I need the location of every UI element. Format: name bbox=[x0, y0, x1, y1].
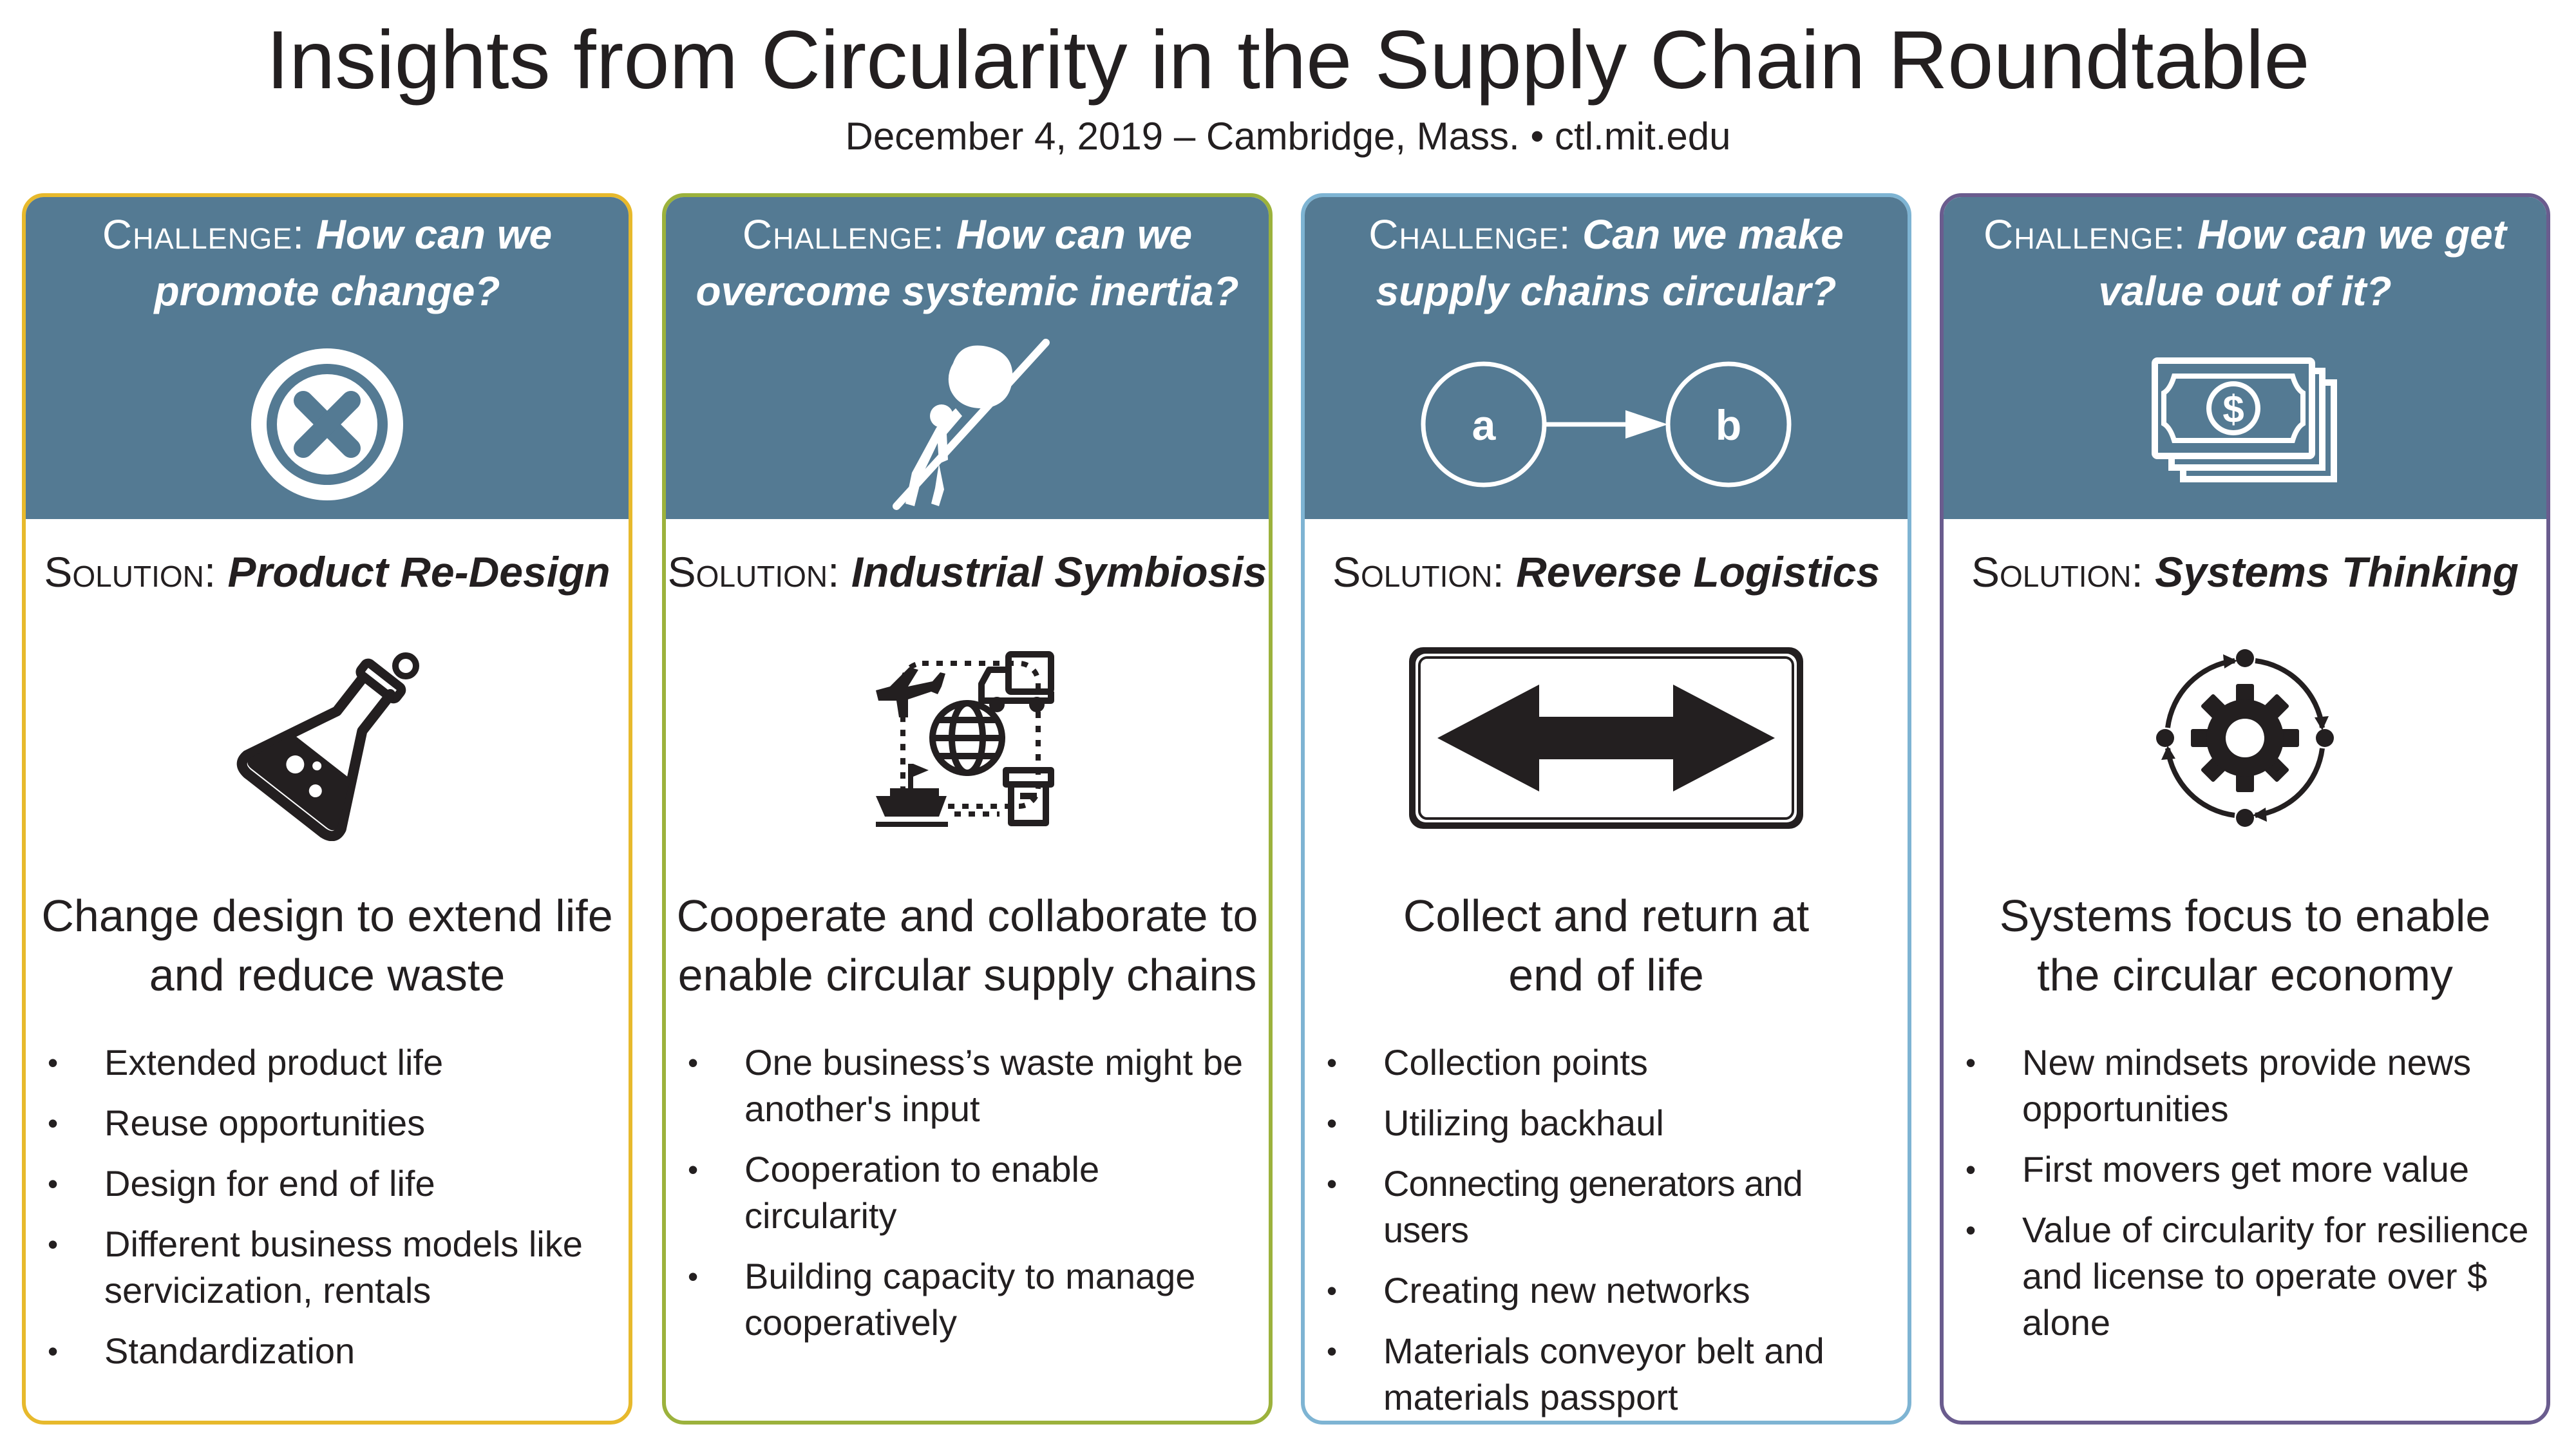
double-arrow-sign-icon bbox=[1409, 647, 1803, 829]
page-subtitle: December 4, 2019 – Cambridge, Mass. • ct… bbox=[845, 115, 1731, 158]
solution-name: Reverse Logistics bbox=[1516, 548, 1880, 596]
solution-label: Solution: bbox=[44, 548, 216, 596]
list-item: Creating new networks bbox=[1324, 1267, 1895, 1314]
challenge-text: Challenge: How can we promote change? bbox=[26, 206, 629, 319]
challenge-text: Challenge: How can we get value out of i… bbox=[1944, 206, 2546, 319]
summary-line2: the circular economy bbox=[2037, 950, 2453, 1000]
summary-line1: Change design to extend life bbox=[41, 891, 613, 941]
node-b-label: b bbox=[1716, 401, 1741, 449]
solution-summary: Cooperate and collaborate to enable circ… bbox=[672, 886, 1262, 1005]
global-logistics-icon bbox=[876, 651, 1054, 827]
solution-label: Solution: bbox=[667, 548, 840, 596]
solution-summary: Change design to extend life and reduce … bbox=[32, 886, 622, 1005]
card-industrial-symbiosis: Challenge: How can we overcome systemic … bbox=[662, 193, 1273, 1425]
challenge-question-line1: How can we get bbox=[2197, 211, 2506, 258]
summary-line2: and reduce waste bbox=[149, 950, 506, 1000]
list-item: Reuse opportunities bbox=[45, 1100, 616, 1146]
challenge-header: Challenge: How can we overcome systemic … bbox=[666, 197, 1269, 519]
solution-title: Solution: Product Re-Design bbox=[26, 545, 629, 599]
summary-line1: Cooperate and collaborate to bbox=[676, 891, 1258, 941]
solution-name: Industrial Symbiosis bbox=[851, 548, 1267, 596]
summary-line1: Systems focus to enable bbox=[1999, 891, 2491, 941]
challenge-question-line2: value out of it? bbox=[2098, 268, 2392, 314]
challenge-question-line2: overcome systemic inertia? bbox=[696, 268, 1239, 314]
gear-cycle-icon bbox=[2156, 649, 2334, 827]
challenge-text: Challenge: How can we overcome systemic … bbox=[666, 206, 1269, 319]
challenge-header: Challenge: How can we get value out of i… bbox=[1944, 197, 2546, 519]
challenge-label: Challenge: bbox=[1984, 211, 2186, 258]
page-title: Insights from Circularity in the Supply … bbox=[266, 14, 2310, 106]
boulder-push-icon bbox=[893, 339, 1050, 510]
summary-line2: end of life bbox=[1508, 950, 1704, 1000]
challenge-text: Challenge: Can we make supply chains cir… bbox=[1305, 206, 1908, 319]
list-item: Standardization bbox=[45, 1328, 616, 1374]
list-item: Materials conveyor belt and materials pa… bbox=[1324, 1328, 1895, 1421]
solution-name: Product Re-Design bbox=[227, 548, 611, 596]
bullet-list: Extended product life Reuse opportunitie… bbox=[45, 1039, 616, 1388]
solution-title: Solution: Systems Thinking bbox=[1944, 545, 2546, 599]
list-item: One business’s waste might be another's … bbox=[685, 1039, 1256, 1132]
challenge-header: Challenge: How can we promote change? bbox=[26, 197, 629, 519]
list-item: Value of circularity for resilience and … bbox=[1963, 1207, 2533, 1346]
list-item: Utilizing backhaul bbox=[1324, 1100, 1895, 1146]
bullet-list: Collection points Utilizing backhaul Con… bbox=[1324, 1039, 1895, 1421]
list-item: Extended product life bbox=[45, 1039, 616, 1086]
svg-text:$: $ bbox=[2222, 388, 2244, 431]
challenge-label: Challenge: bbox=[102, 211, 305, 258]
card-reverse-logistics: Challenge: Can we make supply chains cir… bbox=[1301, 193, 1911, 1425]
list-item: Different business models like serviciza… bbox=[45, 1221, 616, 1314]
money-stack-icon: $ bbox=[2152, 357, 2337, 482]
challenge-question-line1: How can we bbox=[316, 211, 553, 258]
solution-label: Solution: bbox=[1332, 548, 1504, 596]
solution-label: Solution: bbox=[1971, 548, 2143, 596]
list-item: Collection points bbox=[1324, 1039, 1895, 1086]
bullet-list: New mindsets provide news opportunities … bbox=[1963, 1039, 2533, 1360]
solution-summary: Systems focus to enable the circular eco… bbox=[1950, 886, 2540, 1005]
challenge-label: Challenge: bbox=[1368, 211, 1571, 258]
list-item: First movers get more value bbox=[1963, 1146, 2533, 1193]
node-a-label: a bbox=[1472, 401, 1497, 449]
card-product-redesign: Challenge: How can we promote change? So… bbox=[22, 193, 632, 1425]
list-item: Cooperation to enable circularity bbox=[685, 1146, 1256, 1239]
flask-icon bbox=[236, 652, 419, 841]
challenge-label: Challenge: bbox=[742, 211, 945, 258]
challenge-question-line2: supply chains circular? bbox=[1376, 268, 1837, 314]
solution-title: Solution: Reverse Logistics bbox=[1305, 545, 1908, 599]
challenge-question-line2: promote change? bbox=[154, 268, 500, 314]
list-item: New mindsets provide news opportunities bbox=[1963, 1039, 2533, 1132]
solution-summary: Collect and return at end of life bbox=[1311, 886, 1901, 1005]
list-item: Design for end of life bbox=[45, 1160, 616, 1207]
solution-title: Solution: Industrial Symbiosis bbox=[666, 545, 1269, 599]
list-item: Building capacity to manage cooperativel… bbox=[685, 1253, 1256, 1346]
solution-name: Systems Thinking bbox=[2155, 548, 2519, 596]
challenge-question-line1: Can we make bbox=[1582, 211, 1844, 258]
card-systems-thinking: Challenge: How can we get value out of i… bbox=[1940, 193, 2550, 1425]
summary-line2: enable circular supply chains bbox=[677, 950, 1257, 1000]
bullet-list: One business’s waste might be another's … bbox=[685, 1039, 1256, 1360]
summary-line1: Collect and return at bbox=[1403, 891, 1810, 941]
a-to-b-icon: a b bbox=[1421, 361, 1792, 488]
challenge-question-line1: How can we bbox=[956, 211, 1193, 258]
close-circle-icon bbox=[251, 348, 403, 500]
list-item: Connecting generators and users bbox=[1324, 1160, 1895, 1253]
challenge-header: Challenge: Can we make supply chains cir… bbox=[1305, 197, 1908, 519]
